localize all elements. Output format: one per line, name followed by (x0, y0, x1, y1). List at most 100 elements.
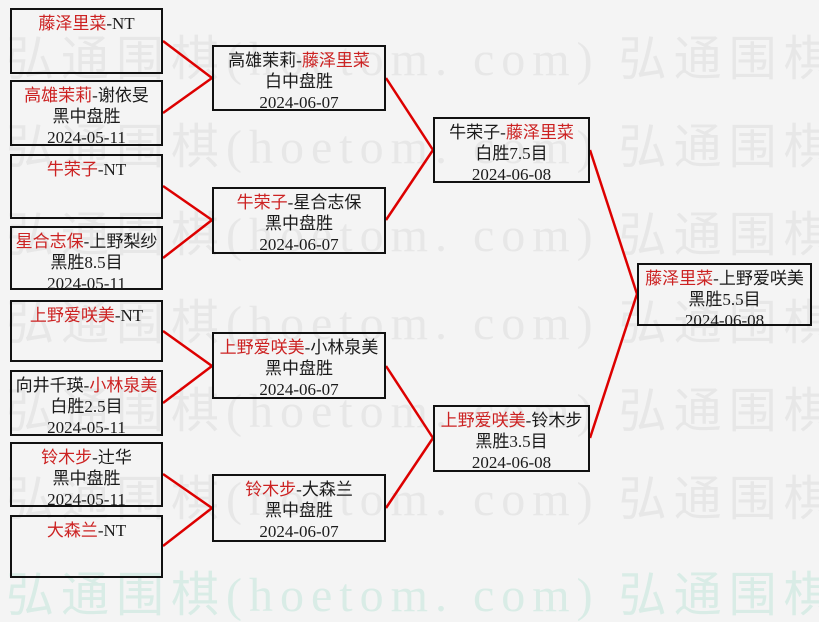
player-name: 大森兰 (46, 521, 98, 540)
match-box-r1-6[interactable]: 向井千瑛-小林泉美 白胜2.5目 2024-05-11 (10, 370, 163, 437)
connector-line (384, 437, 435, 509)
bracket-stage: 弘通围棋(hoetom. com) 弘通围棋(hoetom. com) 弘通围棋… (6, 8, 819, 620)
match-result: 黑胜3.5目 (475, 432, 548, 451)
match-players: 向井千瑛-小林泉美 (16, 375, 158, 396)
match-box-sf-1[interactable]: 牛荣子-藤泽里菜 白胜7.5目 2024-06-08 (433, 117, 590, 184)
match-box-r2-1[interactable]: 高雄茉莉-藤泽里菜 白中盘胜 2024-06-07 (212, 45, 386, 112)
player-separator: - (83, 232, 90, 251)
match-box-r1-2[interactable]: 高雄茉莉-谢依旻 黑中盘胜 2024-05-11 (10, 80, 163, 147)
player-name: 铃木步 (41, 448, 93, 467)
match-box-r2-3[interactable]: 上野爱咲美-小林泉美 黑中盘胜 2024-06-07 (212, 332, 386, 399)
player-separator: - (106, 14, 112, 33)
player-name: 星合志保 (293, 193, 362, 212)
player-name: 向井千瑛 (15, 376, 84, 395)
player-name: 小林泉美 (89, 376, 158, 395)
player-separator: - (304, 338, 311, 357)
connector-line (162, 184, 213, 222)
connector-line (384, 77, 435, 151)
player-name: 辻华 (97, 448, 132, 467)
match-result: 白胜2.5目 (50, 397, 123, 416)
connector-line (162, 40, 213, 79)
player-name: 藤泽里菜 (505, 123, 574, 142)
match-players: 星合志保-上野梨纱 (16, 231, 158, 252)
player-separator: - (525, 411, 532, 430)
match-date: 2024-05-11 (47, 418, 126, 437)
player-name: 上野爱咲美 (440, 411, 526, 430)
match-box-sf-2[interactable]: 上野爱咲美-铃木步 黑胜3.5目 2024-06-08 (433, 405, 590, 472)
player-name: NT (103, 160, 127, 179)
player-separator: - (92, 86, 98, 105)
bracket-lines (162, 40, 639, 547)
match-date: 2024-06-08 (684, 311, 765, 330)
connector-line (162, 365, 213, 404)
player-name: 藤泽里菜 (38, 14, 107, 33)
player-name: 大森兰 (301, 480, 353, 499)
player-name: 星合志保 (15, 232, 84, 251)
connector-line (588, 293, 639, 439)
player-name: 上野爱咲美 (29, 306, 115, 325)
player-name: 上野爱咲美 (219, 338, 305, 357)
match-date: 2024-06-07 (259, 522, 339, 541)
match-date: 2024-06-07 (259, 380, 339, 399)
match-result: 白胜7.5目 (475, 144, 548, 163)
match-date: 2024-06-07 (259, 93, 339, 112)
player-separator: - (97, 160, 104, 179)
match-box-r1-4[interactable]: 星合志保-上野梨纱 黑胜8.5目 2024-05-11 (10, 226, 163, 293)
match-box-r1-1[interactable]: 藤泽里菜-NT (10, 8, 163, 74)
player-name: 上野爱咲美 (718, 269, 804, 288)
player-name: 上野梨纱 (89, 232, 158, 251)
connector-line (588, 149, 639, 295)
match-players: 大森兰-NT (47, 520, 126, 541)
match-box-r1-5[interactable]: 上野爱咲美-NT (10, 300, 163, 362)
player-name: NT (103, 521, 127, 540)
player-name: 藤泽里菜 (645, 269, 714, 288)
match-date: 2024-05-11 (47, 490, 126, 509)
match-date: 2024-06-08 (471, 453, 552, 472)
match-date: 2024-05-11 (47, 274, 126, 293)
match-players: 铃木步-辻华 (41, 447, 132, 468)
connector-line (162, 472, 213, 510)
match-date: 2024-06-08 (471, 165, 552, 184)
match-box-r1-7[interactable]: 铃木步-辻华 黑中盘胜 2024-05-11 (10, 442, 163, 509)
match-result: 黑胜8.5目 (50, 253, 123, 272)
player-name: 牛荣子 (449, 123, 501, 142)
match-players: 上野爱咲美-铃木步 (441, 410, 583, 431)
match-box-r2-2[interactable]: 牛荣子-星合志保 黑中盘胜 2024-06-07 (212, 187, 386, 254)
player-separator: - (83, 376, 90, 395)
match-players: 高雄茉莉-藤泽里菜 (228, 50, 370, 71)
match-players: 高雄茉莉-谢依旻 (24, 85, 149, 106)
match-players: 藤泽里菜-NT (38, 13, 134, 34)
player-name: 牛荣子 (236, 193, 288, 212)
match-result: 黑中盘胜 (265, 214, 333, 233)
player-name: 小林泉美 (310, 338, 379, 357)
match-players: 上野爱咲美-NT (30, 305, 143, 326)
player-name: 铃木步 (531, 411, 583, 430)
player-name: 高雄茉莉 (24, 86, 93, 105)
match-result: 黑中盘胜 (52, 107, 121, 126)
match-box-final[interactable]: 藤泽里菜-上野爱咲美 黑胜5.5目 2024-06-08 (637, 263, 812, 330)
match-players: 上野爱咲美-小林泉美 (220, 337, 379, 358)
match-date: 2024-05-11 (47, 128, 126, 147)
player-separator: - (713, 269, 719, 288)
player-name: 谢依旻 (97, 86, 149, 105)
match-players: 牛荣子-NT (47, 159, 126, 180)
player-separator: - (296, 51, 302, 70)
player-name: NT (112, 14, 135, 33)
match-date: 2024-06-07 (259, 235, 339, 254)
player-name: 高雄茉莉 (228, 51, 297, 70)
match-players: 牛荣子-藤泽里菜 (449, 122, 574, 143)
match-result: 黑中盘胜 (265, 501, 333, 520)
match-box-r1-8[interactable]: 大森兰-NT (10, 515, 163, 578)
player-name: NT (120, 306, 144, 325)
player-separator: - (92, 448, 98, 467)
connector-line (384, 365, 435, 439)
match-result: 黑中盘胜 (52, 469, 121, 488)
player-separator: - (114, 306, 121, 325)
match-box-r2-4[interactable]: 铃木步-大森兰 黑中盘胜 2024-06-07 (212, 474, 386, 542)
player-name: 铃木步 (245, 480, 297, 499)
connector-line (162, 76, 213, 115)
match-result: 白中盘胜 (265, 72, 333, 91)
player-separator: - (296, 480, 302, 499)
player-name: 藤泽里菜 (301, 51, 370, 70)
match-box-r1-3[interactable]: 牛荣子-NT (10, 154, 163, 219)
